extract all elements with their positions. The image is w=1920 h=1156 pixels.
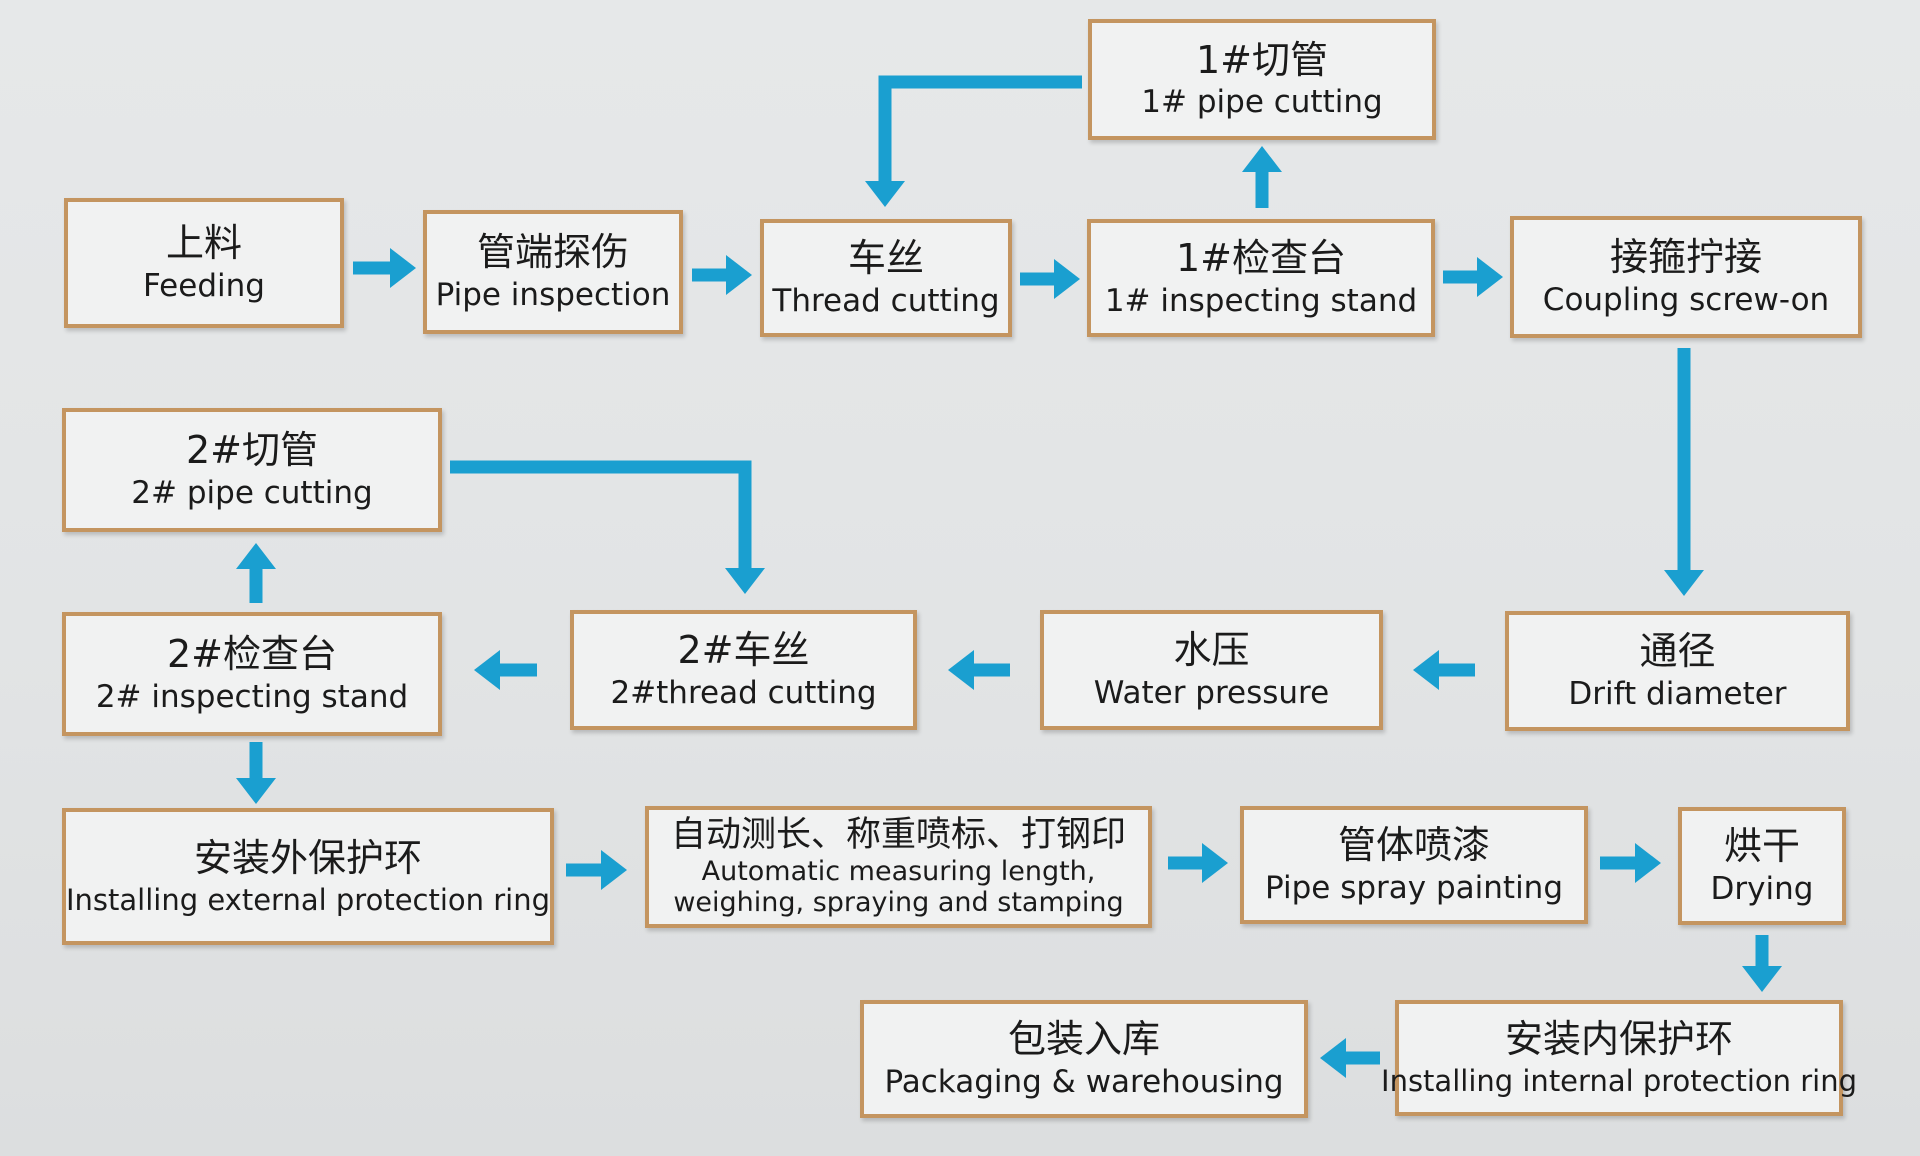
- arrow-drying-down-to-int-ring: [1742, 935, 1782, 992]
- arrow-int-ring-to-packaging-head: [1320, 1038, 1346, 1078]
- node-drift-zh: 通径: [1639, 629, 1716, 674]
- node-coupling: 接箍拧接 Coupling screw-on: [1510, 216, 1862, 338]
- arrow-cutting2-to-thread2-head: [725, 568, 765, 594]
- arrow-drift-to-water: [1413, 650, 1475, 690]
- arrow-stand1-to-coupling: [1443, 257, 1503, 297]
- node-pipe-inspection: 管端探伤 Pipe inspection: [423, 210, 683, 334]
- node-drift-en: Drift diameter: [1568, 675, 1787, 712]
- arrow-ext-ring-to-auto-measure-head: [601, 850, 627, 890]
- arrow-drift-to-water-head: [1413, 650, 1439, 690]
- node-pipe-cutting-2-en: 2# pipe cutting: [131, 474, 373, 511]
- node-thread-cutting-2-zh: 2#车丝: [677, 628, 810, 673]
- node-packaging: 包装入库 Packaging & warehousing: [860, 1000, 1308, 1118]
- node-coupling-zh: 接箍拧接: [1609, 235, 1762, 280]
- node-drying-en: Drying: [1710, 870, 1814, 907]
- arrow-thread-to-stand1-head: [1054, 259, 1080, 299]
- node-spray-painting: 管体喷漆 Pipe spray painting: [1240, 806, 1588, 924]
- node-feeding-zh: 上料: [165, 221, 242, 266]
- arrow-stand1-up-to-cutting1: [1242, 146, 1282, 208]
- arrow-spray-to-drying-head: [1635, 843, 1661, 883]
- node-auto-measure-zh: 自动测长、称重喷标、打钢印: [670, 815, 1126, 856]
- arrow-stand2-down-to-ext-ring: [236, 742, 276, 804]
- arrow-water-to-thread2: [948, 650, 1010, 690]
- node-packaging-zh: 包装入库: [1007, 1017, 1160, 1062]
- arrow-stand2-up-to-cutting2: [236, 543, 276, 603]
- node-auto-measure-en-line1: Automatic measuring length,: [701, 856, 1096, 888]
- arrow-cutting2-to-thread2: [450, 460, 765, 594]
- node-inspecting-stand-2-zh: 2#检查台: [166, 632, 338, 677]
- arrow-feeding-to-inspection: [353, 248, 416, 288]
- node-packaging-en: Packaging & warehousing: [884, 1063, 1284, 1100]
- node-pipe-cutting-1: 1#切管 1# pipe cutting: [1088, 19, 1436, 140]
- node-drying-zh: 烘干: [1723, 824, 1800, 869]
- node-thread-cutting-2: 2#车丝 2#thread cutting: [570, 610, 917, 730]
- arrow-water-to-thread2-head: [948, 650, 974, 690]
- node-inspecting-stand-1-zh: 1#检查台: [1175, 236, 1347, 281]
- node-inspecting-stand-2: 2#检查台 2# inspecting stand: [62, 612, 442, 736]
- node-external-ring: 安装外保护环 Installing external protection ri…: [62, 808, 554, 945]
- node-spray-painting-en: Pipe spray painting: [1264, 869, 1564, 906]
- node-internal-ring: 安装内保护环 Installing internal protection ri…: [1381, 1000, 1857, 1116]
- node-coupling-en: Coupling screw-on: [1542, 281, 1830, 318]
- node-internal-ring-en: Installing internal protection ring: [1381, 1064, 1857, 1099]
- node-pipe-cutting-1-en: 1# pipe cutting: [1141, 84, 1383, 121]
- arrow-auto-measure-to-spray-head: [1202, 843, 1228, 883]
- arrow-inspection-to-thread-head: [726, 255, 752, 295]
- node-inspecting-stand-2-en: 2# inspecting stand: [95, 678, 409, 715]
- node-spray-painting-zh: 管体喷漆: [1337, 823, 1490, 868]
- node-auto-measure-en-line2: weighing, spraying and stamping: [673, 886, 1124, 918]
- arrow-ext-ring-to-auto-measure: [566, 850, 627, 890]
- node-thread-cutting-zh: 车丝: [847, 236, 924, 281]
- node-water-pressure: 水压 Water pressure: [1040, 610, 1383, 730]
- node-thread-cutting-2-en: 2#thread cutting: [610, 674, 877, 711]
- arrow-feeding-to-inspection-head: [390, 248, 416, 288]
- node-pipe-cutting-2: 2#切管 2# pipe cutting: [62, 408, 442, 532]
- node-auto-measure: 自动测长、称重喷标、打钢印 Automatic measuring length…: [645, 806, 1152, 928]
- arrow-stand1-up-to-cutting1-head: [1242, 146, 1282, 172]
- node-pipe-inspection-zh: 管端探伤: [476, 230, 629, 275]
- arrow-spray-to-drying: [1600, 843, 1661, 883]
- arrow-int-ring-to-packaging: [1320, 1038, 1380, 1078]
- arrow-thread2-to-stand2-head: [474, 650, 500, 690]
- arrow-thread-to-stand1: [1020, 259, 1080, 299]
- arrow-inspection-to-thread: [692, 255, 752, 295]
- node-feeding: 上料 Feeding: [64, 198, 344, 328]
- node-drying: 烘干 Drying: [1678, 807, 1846, 925]
- node-thread-cutting: 车丝 Thread cutting: [760, 219, 1012, 337]
- node-feeding-en: Feeding: [143, 267, 265, 304]
- node-external-ring-en: Installing external protection ring: [65, 882, 551, 917]
- arrow-thread2-to-stand2: [474, 650, 537, 690]
- arrow-coupling-down-to-drift: [1664, 348, 1704, 596]
- node-pipe-cutting-1-zh: 1#切管: [1195, 37, 1329, 82]
- arrow-coupling-down-to-drift-head: [1664, 570, 1704, 596]
- node-water-pressure-zh: 水压: [1173, 628, 1250, 673]
- arrow-cutting1-back-to-thread-shaft: [878, 75, 1082, 181]
- node-pipe-inspection-en: Pipe inspection: [435, 276, 671, 313]
- node-external-ring-zh: 安装外保护环: [193, 835, 422, 880]
- node-internal-ring-zh: 安装内保护环: [1504, 1017, 1733, 1062]
- node-thread-cutting-en: Thread cutting: [772, 282, 1000, 319]
- arrow-stand2-up-to-cutting2-head: [236, 543, 276, 569]
- node-water-pressure-en: Water pressure: [1093, 674, 1330, 711]
- arrow-drying-down-to-int-ring-head: [1742, 966, 1782, 992]
- arrow-cutting1-back-to-thread-head: [865, 181, 905, 207]
- arrow-stand2-down-to-ext-ring-head: [236, 778, 276, 804]
- arrow-cutting2-to-thread2-shaft: [450, 460, 752, 568]
- node-inspecting-stand-1-en: 1# inspecting stand: [1104, 282, 1418, 319]
- node-drift: 通径 Drift diameter: [1505, 611, 1850, 731]
- arrow-cutting1-back-to-thread: [865, 75, 1082, 207]
- arrow-stand1-to-coupling-head: [1477, 257, 1503, 297]
- node-inspecting-stand-1: 1#检查台 1# inspecting stand: [1087, 219, 1435, 337]
- node-pipe-cutting-2-zh: 2#切管: [185, 428, 319, 473]
- arrow-auto-measure-to-spray: [1168, 843, 1228, 883]
